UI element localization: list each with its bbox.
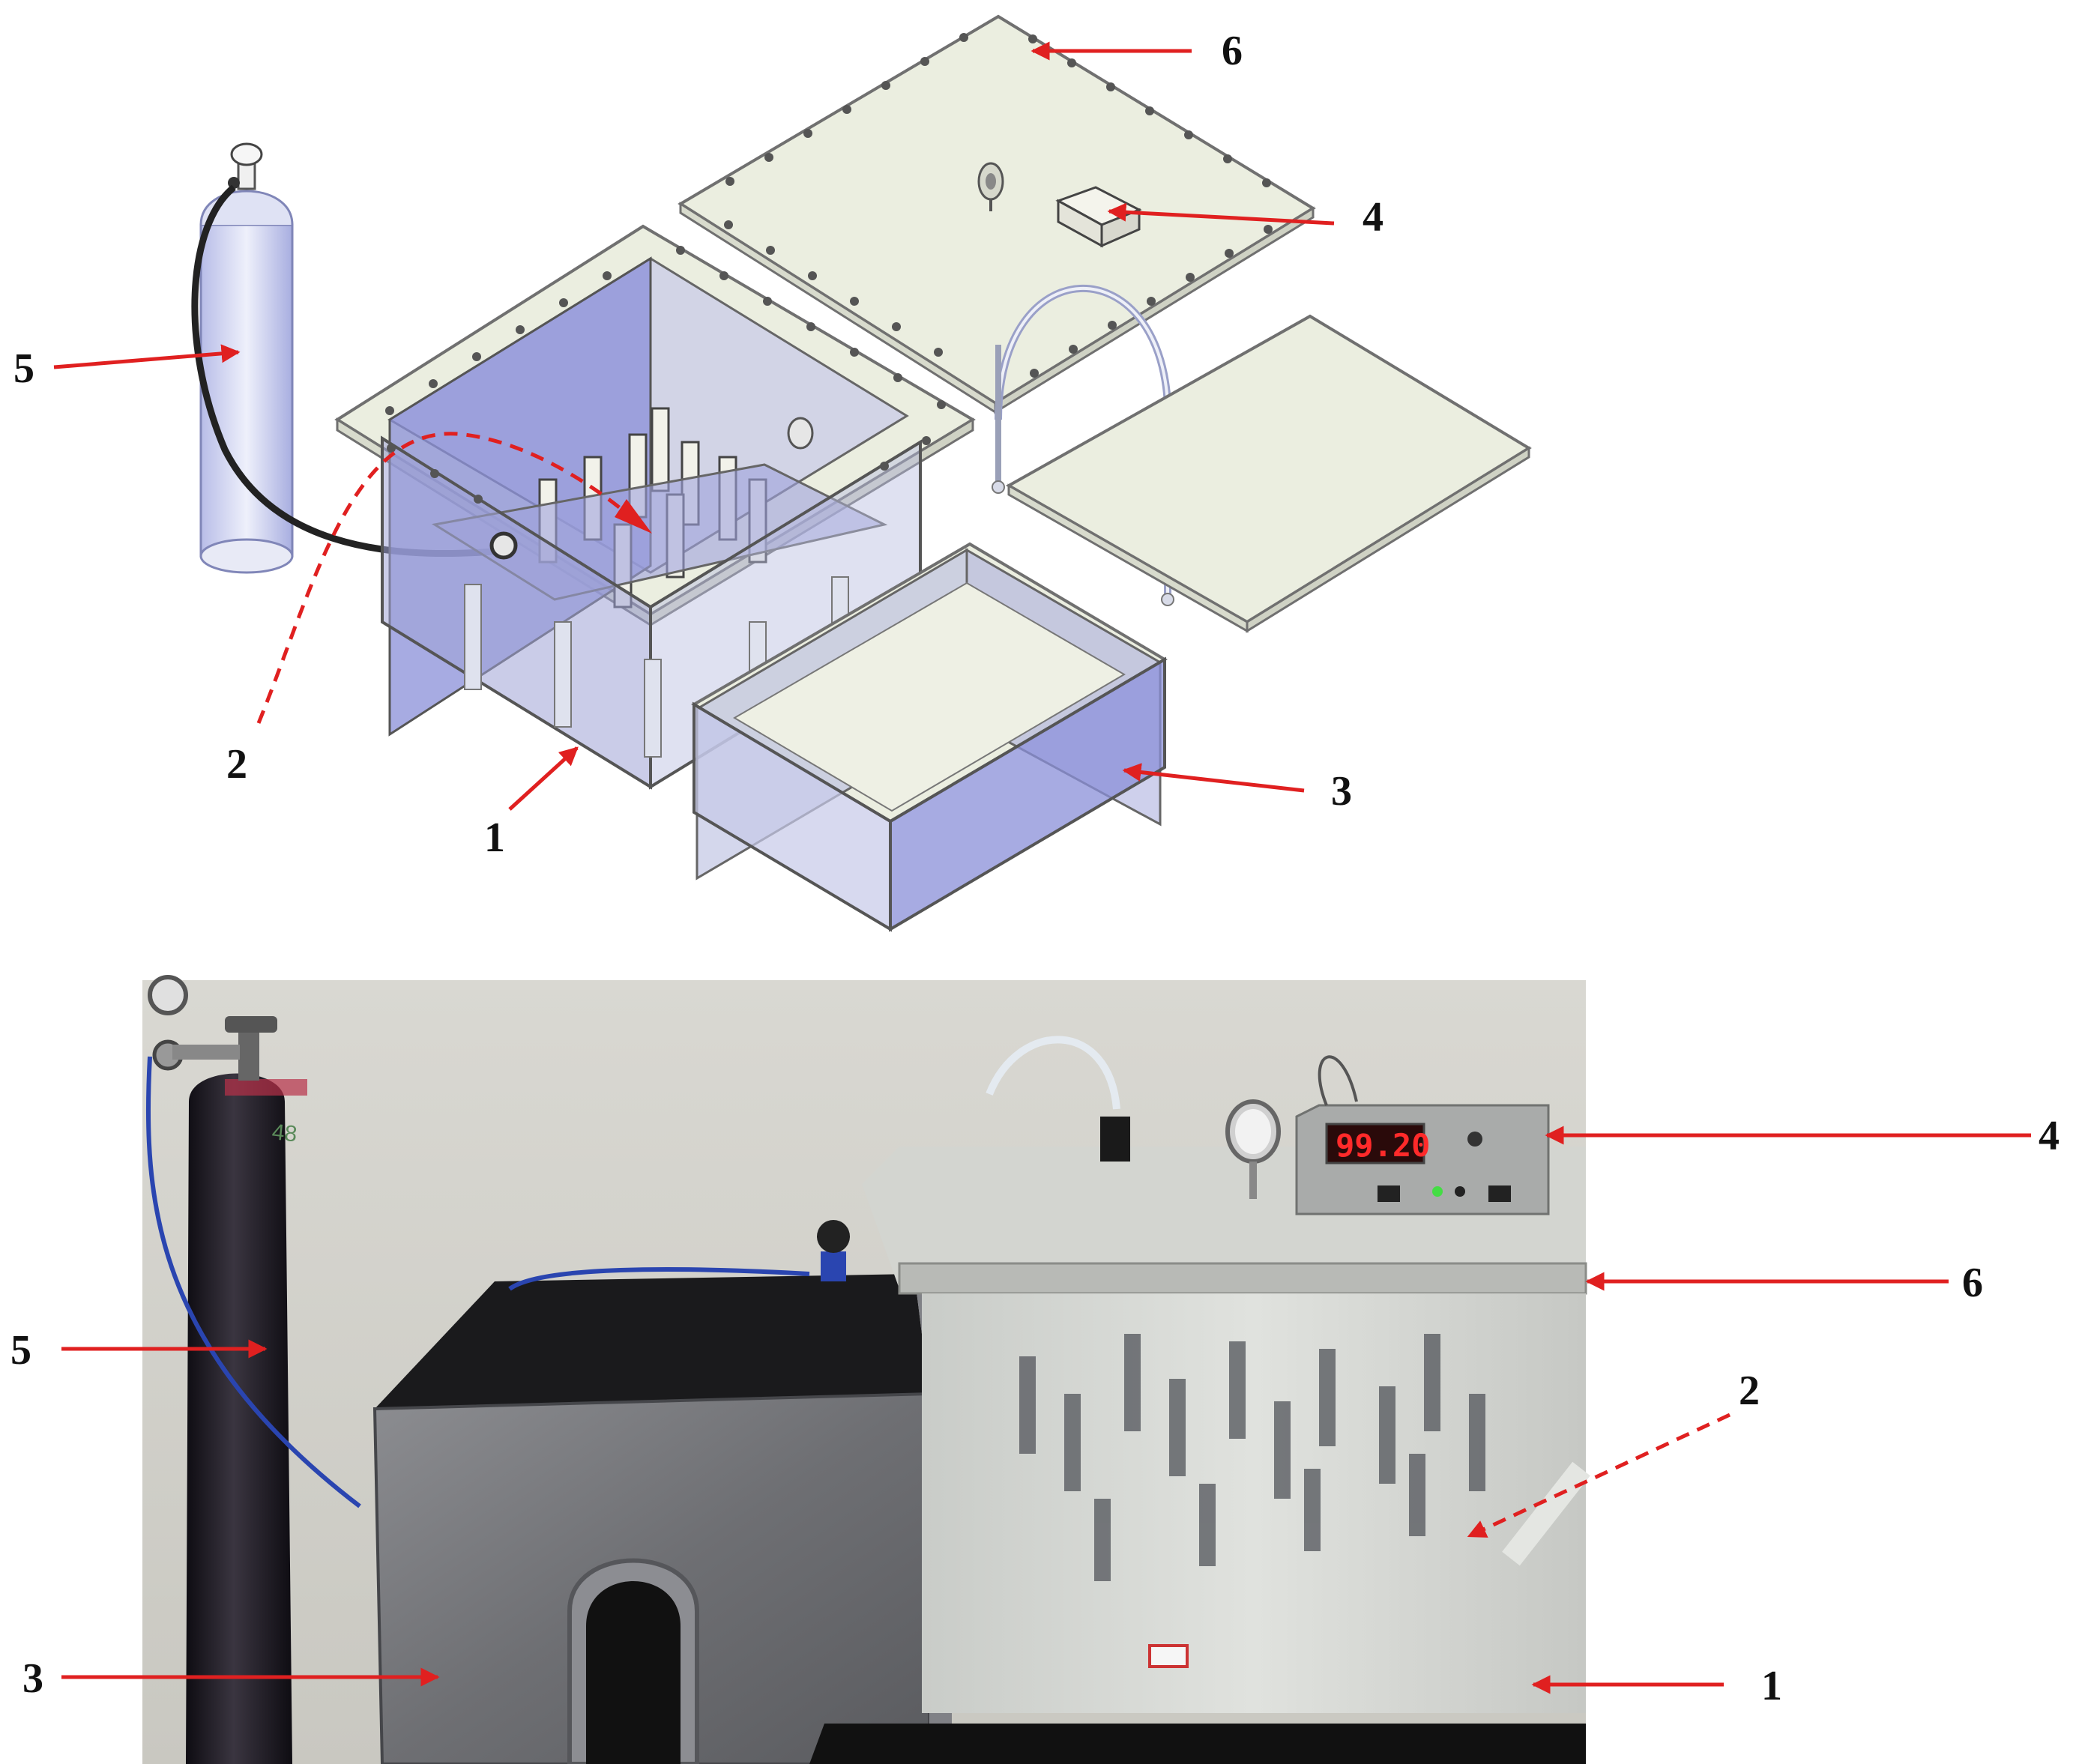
label-2-drawing: 2 — [226, 741, 247, 788]
display-reading: 99.20 — [1336, 1127, 1430, 1164]
label-4-photo: 4 — [2039, 1113, 2060, 1159]
label-3-photo: 3 — [22, 1655, 43, 1702]
arrowhead-2 — [615, 499, 652, 534]
drawer-drawing — [691, 542, 1168, 932]
base-plate — [1005, 314, 1532, 633]
label-2-photo: 2 — [1739, 1368, 1760, 1414]
metal-drawer-photo — [372, 1220, 952, 1764]
dashed-arrow-2-photo — [1467, 1413, 1731, 1538]
arrow-5-drawing — [53, 344, 241, 369]
label-5-drawing: 5 — [13, 345, 34, 392]
lid-plate — [678, 14, 1316, 606]
label-6-photo: 6 — [1962, 1260, 1983, 1306]
arrow-1-drawing — [508, 746, 579, 811]
label-5-photo: 5 — [10, 1327, 31, 1374]
arrow-4-drawing — [1107, 202, 1335, 226]
cylinder-marking: 48 — [271, 1120, 298, 1147]
label-1-photo: 1 — [1761, 1663, 1782, 1709]
schematic-drawing: 1 2 3 4 5 6 — [13, 14, 1532, 932]
label-3-drawing: 3 — [1331, 768, 1352, 815]
photo-panel: 48 — [10, 975, 2060, 1764]
label-1-drawing: 1 — [484, 815, 505, 861]
label-6-drawing: 6 — [1222, 28, 1243, 74]
label-4-drawing: 4 — [1363, 194, 1383, 241]
gas-cylinder-photo: 48 — [145, 975, 361, 1764]
controller-box-photo: 99.20 — [1295, 1055, 1550, 1215]
dashed-leader-2 — [256, 432, 624, 724]
gas-cylinder-drawing — [191, 142, 503, 574]
arrow-3-drawing — [1122, 763, 1305, 793]
